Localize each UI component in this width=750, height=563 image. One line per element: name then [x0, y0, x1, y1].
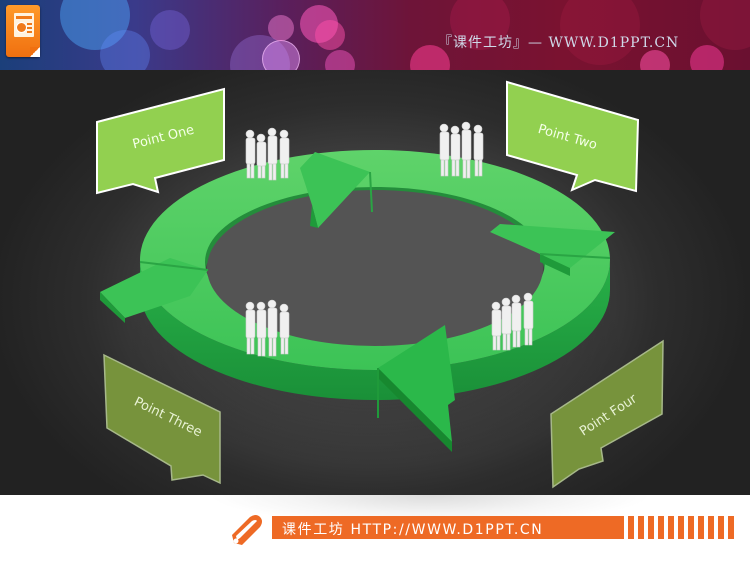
people-group-icon	[245, 299, 290, 357]
people-group-icon	[245, 127, 290, 181]
bokeh-decoration	[268, 15, 294, 41]
bokeh-decoration	[262, 40, 300, 70]
footer-bar: 课件工坊 HTTP://WWW.D1PPT.CN	[0, 495, 750, 563]
arrow-head-top	[300, 152, 370, 228]
callout-point-three	[103, 353, 221, 485]
bokeh-decoration	[560, 0, 640, 65]
bokeh-decoration	[410, 45, 450, 70]
arrow-head-bottom	[378, 325, 455, 442]
bokeh-decoration	[325, 50, 355, 70]
callout-point-four	[550, 339, 664, 489]
arrow-head-left	[100, 258, 208, 318]
bokeh-decoration	[700, 0, 750, 50]
footer-link-band[interactable]: 课件工坊 HTTP://WWW.D1PPT.CN	[272, 516, 624, 539]
footer-link-text[interactable]: 课件工坊 HTTP://WWW.D1PPT.CN	[282, 522, 544, 538]
footer-stripes	[628, 516, 734, 539]
header-banner: 『课件工坊』— WWW.D1PPT.CN	[0, 0, 750, 70]
presentation-file-icon	[6, 5, 40, 57]
people-group-icon	[491, 292, 534, 351]
ring-side	[140, 260, 610, 400]
ring-hole	[207, 190, 543, 346]
pencil-icon	[232, 515, 262, 545]
bokeh-decoration	[100, 30, 150, 70]
callout-point-one	[96, 87, 225, 195]
people-group-icon	[439, 121, 484, 179]
cycle-diagram: Point One Point Two Point Three Point Fo…	[0, 70, 750, 495]
bokeh-decoration	[690, 45, 724, 70]
header-title: 『课件工坊』— WWW.D1PPT.CN	[438, 35, 680, 51]
callout-point-two	[506, 80, 640, 193]
bokeh-decoration	[450, 0, 510, 50]
bokeh-decoration	[315, 20, 345, 50]
bokeh-decoration	[150, 10, 190, 50]
ring-top	[140, 150, 610, 370]
bokeh-decoration	[640, 50, 670, 70]
